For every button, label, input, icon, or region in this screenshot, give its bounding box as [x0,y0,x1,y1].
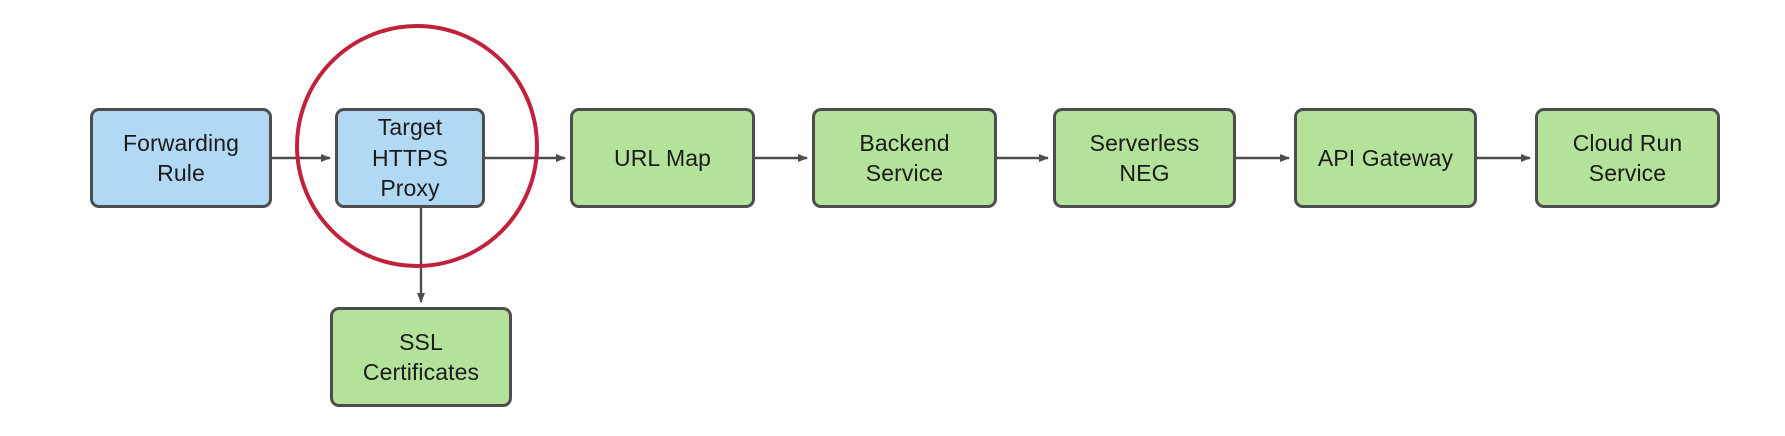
node-label-serverless-neg: Serverless NEG [1089,129,1200,186]
node-url-map[interactable]: URL Map [570,108,755,208]
node-target-https-proxy[interactable]: Target HTTPS Proxy [335,108,485,208]
node-label-backend-service: Backend Service [859,129,950,186]
highlight-circle [295,24,539,268]
node-label-url-map: URL Map [614,144,711,171]
node-ssl-certificates[interactable]: SSL Certificates [330,307,512,407]
node-label-forwarding-rule: Forwarding Rule [122,129,240,186]
node-forwarding-rule[interactable]: Forwarding Rule [90,108,272,208]
node-label-target-https-proxy: Target HTTPS Proxy [372,114,448,202]
node-label-ssl-certificates: SSL Certificates [362,328,480,385]
node-serverless-neg[interactable]: Serverless NEG [1053,108,1236,208]
node-cloud-run-service[interactable]: Cloud Run Service [1535,108,1720,208]
node-backend-service[interactable]: Backend Service [812,108,997,208]
node-api-gateway[interactable]: API Gateway [1294,108,1477,208]
node-label-api-gateway: API Gateway [1317,144,1454,171]
node-label-cloud-run-service: Cloud Run Service [1572,129,1683,186]
